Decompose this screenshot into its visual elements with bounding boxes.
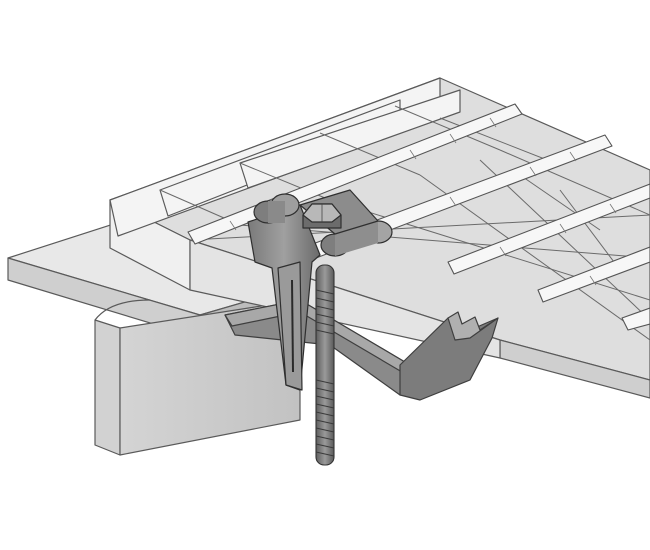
- hex-bolt: [302, 203, 342, 229]
- twisted-bar-5: [621, 307, 650, 331]
- beam-web-front: [119, 299, 301, 456]
- clip-slot: [291, 279, 294, 373]
- saddle-roll-left: [253, 193, 300, 224]
- saddle-roll-right: [320, 220, 393, 257]
- beam-fillet-line: [94, 299, 151, 321]
- jaw-hook-teeth: [447, 311, 499, 341]
- rod-body: [315, 264, 335, 466]
- clip-leg: [277, 261, 303, 391]
- twisted-bar-3: [447, 183, 650, 275]
- rod-threads: [315, 289, 335, 457]
- grating-lower-face: [189, 239, 501, 359]
- bearing-bars: [109, 77, 461, 237]
- saddle-clip: [247, 189, 393, 391]
- threaded-rod: [315, 264, 335, 466]
- twisted-bar-4: [537, 246, 650, 303]
- beam-web-face: [94, 319, 121, 456]
